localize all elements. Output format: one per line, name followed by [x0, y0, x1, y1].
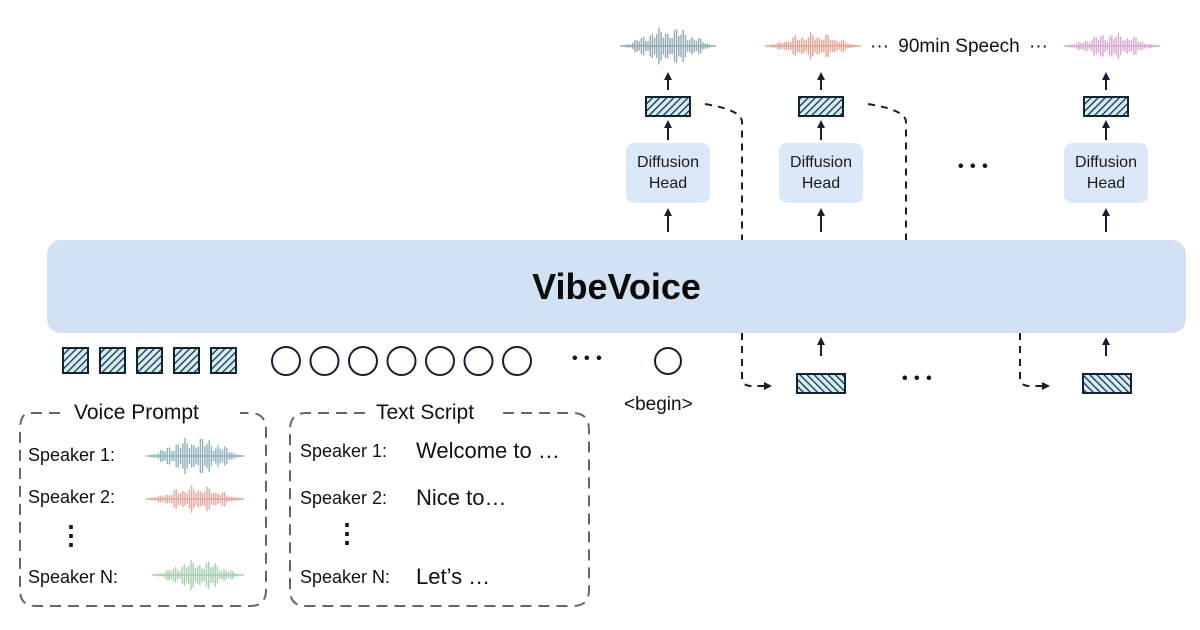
text-token	[425, 346, 455, 376]
script-line-text: Let’s …	[416, 564, 491, 589]
output-caption: 90min Speech	[898, 36, 1020, 57]
voice-prompt-group	[19, 412, 267, 607]
begin-token	[654, 347, 682, 375]
voice-vertical-ellipsis: ⋮	[58, 520, 84, 550]
voice-speaker-label: Speaker N:	[28, 567, 119, 587]
fed-back-latent-1	[796, 373, 846, 394]
script-line-text: Welcome to …	[416, 438, 560, 463]
diffusion-head-label: Diffusion	[637, 154, 699, 171]
heads-ellipsis: • • •	[958, 158, 989, 175]
diffusion-head-label: Head	[801, 175, 841, 192]
text-token	[271, 346, 301, 376]
diffusion-head-label: Head	[648, 175, 688, 192]
begin-label: <begin>	[624, 394, 693, 415]
voice-token	[210, 347, 237, 374]
model-name: VibeVoice	[532, 265, 701, 307]
script-speaker-label: Speaker N:	[300, 567, 391, 587]
feedback-path-upper-1	[704, 103, 743, 240]
output-waveform-1	[620, 27, 716, 65]
diffusion-head-label: Diffusion	[790, 154, 852, 171]
diffusion-head-3: Diffusion Head	[1064, 143, 1148, 203]
diffusion-head-1: Diffusion Head	[626, 143, 710, 203]
diffusion-head-label: Head	[1086, 175, 1126, 192]
voice-speaker-label: Speaker 1:	[28, 445, 116, 465]
feedback-path-lower-1	[741, 333, 758, 387]
output-caption-row: ··· 90min Speech ···	[870, 36, 1048, 58]
voice-token	[62, 347, 89, 374]
speaker-2-waveform	[146, 485, 244, 513]
voice-token	[136, 347, 163, 374]
voice-speaker-label: Speaker 2:	[28, 487, 116, 507]
script-line-text: Nice to…	[416, 485, 507, 510]
speaker-1-waveform	[146, 437, 244, 475]
text-token	[463, 346, 494, 376]
output-waveform-2	[765, 32, 861, 60]
output-latent-3	[1083, 96, 1129, 117]
voice-prompt-title: Voice Prompt	[70, 401, 203, 425]
tokens-ellipsis: • • •	[572, 350, 603, 367]
feedback-path-upper-2	[867, 103, 907, 240]
text-token	[309, 346, 340, 376]
text-script-group	[289, 412, 590, 607]
ellipsis-left: ···	[870, 36, 889, 57]
diffusion-head-label: Diffusion	[1075, 154, 1137, 171]
text-token	[386, 346, 417, 376]
text-token	[502, 346, 532, 376]
output-latent-2	[798, 96, 844, 117]
feedback-path-lower-2	[1019, 333, 1036, 387]
latents-ellipsis: • • •	[902, 370, 933, 387]
speaker-n-waveform	[152, 560, 244, 590]
script-speaker-label: Speaker 2:	[300, 488, 388, 508]
diffusion-head-2: Diffusion Head	[779, 143, 863, 203]
voice-token	[173, 347, 200, 374]
ellipsis-right: ···	[1029, 36, 1048, 57]
text-token	[348, 346, 378, 376]
vibevoice-backbone	[47, 240, 1186, 333]
output-latent-1	[645, 96, 691, 117]
output-waveform-3	[1064, 32, 1160, 60]
script-speaker-label: Speaker 1:	[300, 441, 388, 461]
voice-token	[99, 347, 126, 374]
fed-back-latent-2	[1082, 373, 1132, 394]
script-vertical-ellipsis: ⋮	[334, 518, 360, 548]
text-script-title: Text Script	[372, 401, 479, 425]
